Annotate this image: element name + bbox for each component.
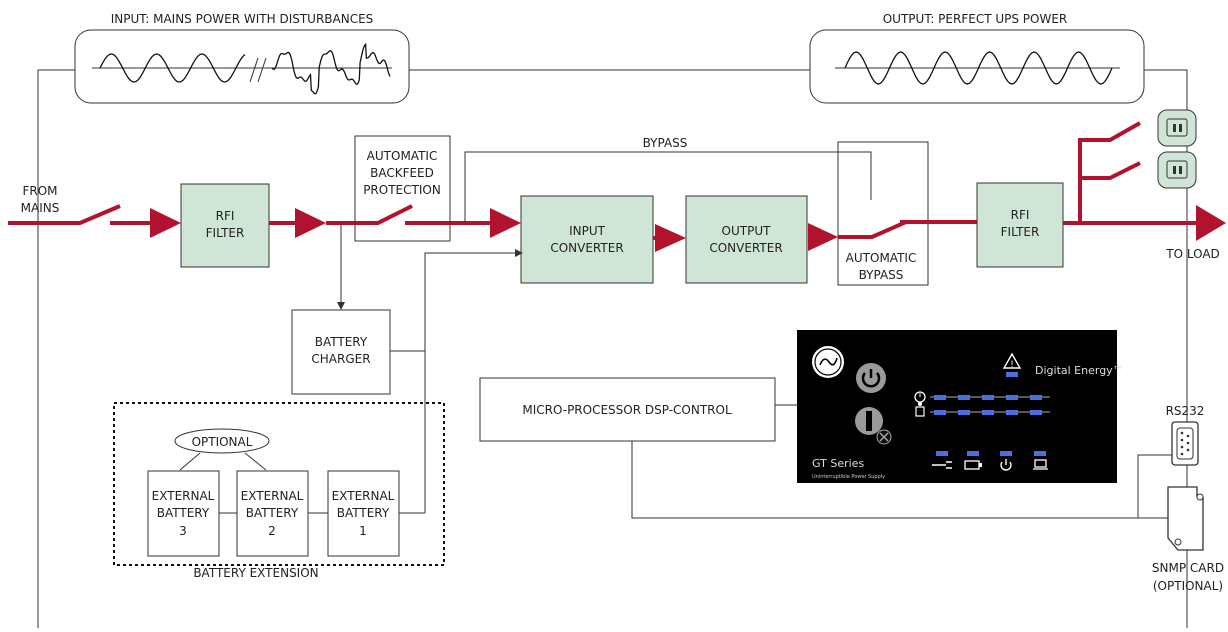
auto-bypass-label-1: AUTOMATIC — [846, 251, 917, 265]
backfeed-switch — [326, 204, 413, 225]
outlet-branch-1 — [1078, 121, 1141, 223]
bypass-line — [464, 151, 872, 223]
snmp-label-1: SNMP CARD — [1152, 561, 1224, 575]
break-mark — [249, 57, 267, 83]
ups-front-panel: ! Digital Energy™ — [797, 330, 1124, 483]
battery-3-line-1: EXTERNAL — [152, 489, 215, 503]
panel-brand-label: Digital Energy™ — [1035, 364, 1124, 377]
dsp-to-comm-line — [631, 441, 1168, 519]
power-outlet-icon — [1157, 109, 1197, 147]
output-converter-label-1: OUTPUT — [722, 224, 772, 238]
arrow-to-output-converter — [655, 224, 686, 252]
charger-feed-arrow — [337, 302, 345, 310]
rs232-label: RS232 — [1166, 404, 1205, 418]
power-status-icon — [1000, 459, 1012, 471]
battery-2-line-2: BATTERY — [246, 506, 299, 520]
output-converter — [685, 195, 808, 284]
battery-2-line-1: EXTERNAL — [241, 489, 304, 503]
battery-to-converter-arrow — [515, 249, 523, 257]
arrow-to-rfi-in — [150, 208, 181, 238]
warning-icon: ! — [1002, 352, 1022, 377]
arrow-to-auto-bypass — [808, 223, 838, 251]
rs232-connector-icon — [1171, 421, 1199, 466]
led-row-bottom — [930, 410, 1050, 415]
backfeed-label-1: AUTOMATIC — [367, 149, 438, 163]
battery-mode-icon — [964, 460, 982, 470]
output-wave — [844, 51, 1113, 85]
load-icon — [915, 402, 925, 417]
backfeed-label-2: BACKFEED — [370, 166, 434, 180]
battery-charger — [291, 309, 391, 395]
input-wave-disturbed — [271, 42, 391, 95]
panel-subtitle-label: Uninterruptible Power Supply — [812, 474, 885, 480]
optional-connectors — [179, 452, 267, 471]
mains-plug-icon — [932, 461, 952, 469]
battery-extension-label: BATTERY EXTENSION — [193, 566, 318, 580]
battery-1-line-2: BATTERY — [337, 506, 390, 520]
power-outlet-icon — [1157, 151, 1197, 189]
rfi-out-label-2: FILTER — [1001, 225, 1040, 239]
battery-1-line-3: 1 — [359, 524, 367, 538]
outlet-branch-2 — [1080, 161, 1141, 180]
battery-3-line-3: 3 — [179, 524, 187, 538]
rfi-filter-output — [976, 182, 1064, 268]
external-battery-2: EXTERNAL BATTERY 2 — [236, 470, 309, 557]
from-mains-label-1: FROM — [22, 184, 57, 198]
input-converter — [520, 195, 654, 284]
snmp-label-2: (OPTIONAL) — [1153, 579, 1223, 593]
from-mains-label-2: MAINS — [21, 201, 60, 215]
rfi-filter-input — [180, 183, 270, 268]
mains-switch-left — [8, 204, 121, 225]
bypass-label: BYPASS — [643, 136, 688, 150]
battery-bus-line — [424, 252, 515, 513]
standby-button-icon — [855, 407, 892, 445]
dsp-label: MICRO-PROCESSOR DSP-CONTROL — [522, 403, 732, 417]
output-converter-label-2: CONVERTER — [709, 241, 782, 255]
battery-extension-group — [113, 402, 445, 566]
input-panel-title: INPUT: MAINS POWER WITH DISTURBANCES — [111, 12, 374, 26]
rfi-out-label-1: RFI — [1011, 208, 1030, 222]
arrow-after-rfi-in — [295, 208, 326, 238]
rfi-in-label-1: RFI — [216, 209, 235, 223]
automatic-bypass-box — [837, 141, 929, 286]
charger-label-1: BATTERY — [315, 335, 368, 349]
power-button-icon — [856, 363, 886, 393]
battery-3-line-2: BATTERY — [157, 506, 210, 520]
input-waveform-panel — [74, 29, 410, 104]
ge-logo-icon — [812, 346, 844, 378]
optional-bubble — [174, 428, 270, 454]
snmp-card-icon — [1167, 486, 1204, 551]
to-load-label: TO LOAD — [1165, 247, 1220, 261]
rs232-link-line — [1137, 454, 1172, 518]
bypass-switch — [838, 220, 977, 239]
output-waveform-panel — [809, 29, 1145, 104]
led-row-top — [930, 395, 1050, 400]
dsp-control-box — [479, 377, 776, 442]
external-battery-1: EXTERNAL BATTERY 1 — [327, 470, 400, 557]
input-converter-label-2: CONVERTER — [550, 241, 623, 255]
rfi-in-label-2: FILTER — [206, 226, 245, 240]
panel-series-label: GT Series — [812, 457, 864, 470]
battery-2-line-3: 2 — [268, 524, 276, 538]
status-leds — [936, 451, 1046, 456]
battery-1-line-1: EXTERNAL — [332, 489, 395, 503]
charger-label-2: CHARGER — [311, 352, 370, 366]
input-converter-label-1: INPUT — [569, 224, 606, 238]
input-wave-clean — [99, 53, 246, 83]
backfeed-protection-box — [354, 135, 451, 242]
auto-bypass-label-2: BYPASS — [859, 268, 904, 282]
optional-label: OPTIONAL — [192, 435, 253, 449]
arrow-to-input-converter — [490, 208, 521, 238]
fault-icon — [1033, 459, 1048, 470]
output-panel-title: OUTPUT: PERFECT UPS POWER — [883, 12, 1068, 26]
arrow-to-load — [1196, 205, 1226, 241]
external-battery-3: EXTERNAL BATTERY 3 — [147, 470, 220, 557]
backfeed-label-3: PROTECTION — [363, 183, 441, 197]
svg-text:!: ! — [1010, 360, 1014, 370]
